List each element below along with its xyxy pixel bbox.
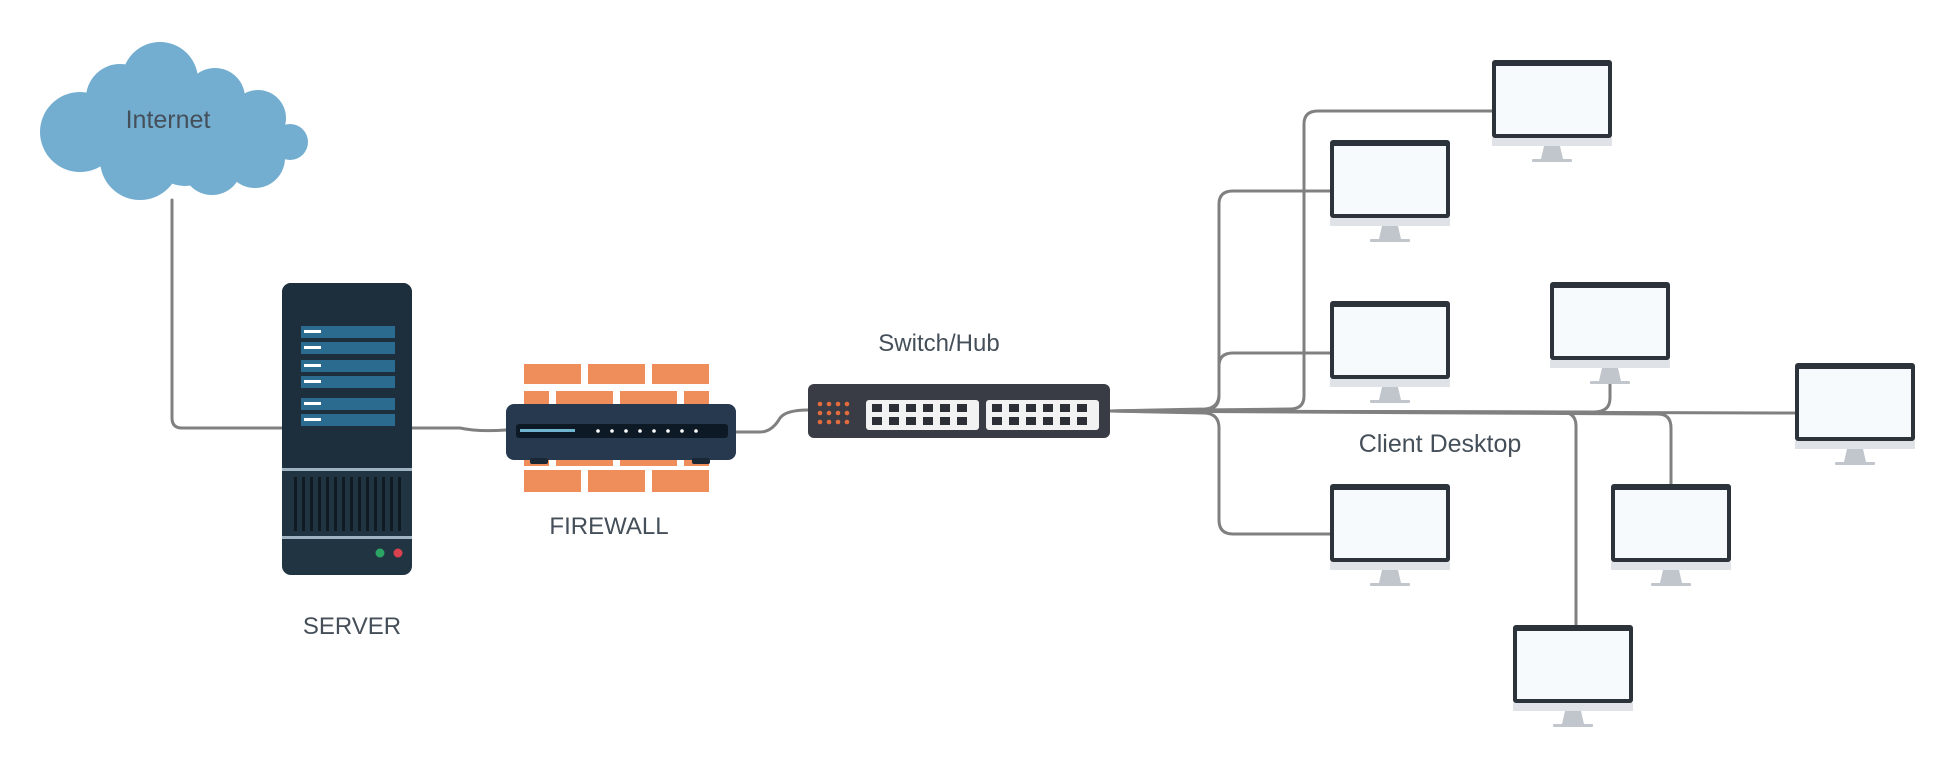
client-desktop-1 — [1492, 60, 1612, 162]
client-desktop-8 — [1513, 625, 1633, 727]
internet-label: Internet — [126, 106, 211, 134]
client-desktop-3 — [1330, 301, 1450, 403]
client-desktop-7 — [1611, 484, 1731, 586]
link-switch-monitor-7 — [1108, 409, 1673, 486]
led-green-icon — [375, 548, 385, 558]
server-label: SERVER — [303, 613, 401, 640]
client-desktop-6 — [1330, 484, 1450, 586]
link-internet-server — [170, 198, 284, 430]
client-desktop-label: Client Desktop — [1359, 430, 1522, 458]
connection-lines — [170, 109, 1797, 627]
link-switch-monitor-4 — [1108, 409, 1332, 536]
link-switch-monitor-1 — [1108, 109, 1494, 413]
link-firewall-switch — [732, 408, 810, 434]
client-desktop-2 — [1330, 140, 1450, 242]
server-icon — [282, 283, 412, 575]
client-desktop-5 — [1795, 363, 1915, 465]
client-desktop-4 — [1550, 282, 1670, 384]
led-red-icon — [393, 548, 403, 558]
cloud-icon — [40, 42, 308, 200]
switch-icon — [808, 384, 1110, 438]
link-switch-monitor-3 — [1108, 351, 1332, 413]
link-switch-monitor-8 — [1108, 409, 1578, 627]
firewall-label: FIREWALL — [549, 513, 668, 540]
status-lights-icon — [817, 401, 850, 425]
port-panel-left — [866, 400, 979, 430]
switch-label: Switch/Hub — [878, 330, 999, 357]
port-panel-right — [986, 400, 1099, 430]
link-server-firewall — [410, 426, 508, 433]
firewall-icon — [506, 364, 736, 492]
